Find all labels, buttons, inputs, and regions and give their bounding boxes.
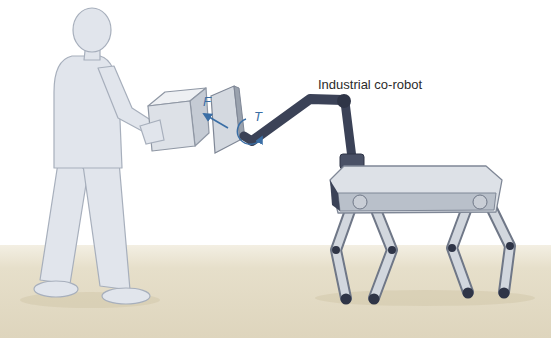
force-arrow xyxy=(204,114,228,128)
force-label: F xyxy=(203,95,211,108)
hip-joint xyxy=(473,195,487,209)
robot-front-sensor xyxy=(330,180,340,211)
person-head xyxy=(73,8,111,52)
robot-legs xyxy=(336,205,510,298)
arm-joint xyxy=(337,94,351,108)
robot-arm xyxy=(244,99,352,158)
robot-body xyxy=(330,166,502,213)
floor xyxy=(0,245,551,338)
person-silhouette xyxy=(34,8,160,304)
person-hand xyxy=(140,120,164,144)
foot xyxy=(369,294,380,305)
person-front-leg xyxy=(82,150,130,290)
hip-joint xyxy=(353,195,367,209)
arm-lower-link xyxy=(345,102,352,158)
knee xyxy=(448,244,456,252)
robot-side-panel xyxy=(338,193,496,211)
robot-joints xyxy=(332,242,514,254)
person-foot xyxy=(34,281,78,297)
person-foot xyxy=(102,288,150,304)
robot-feet xyxy=(341,288,510,305)
part-label: Industrial co-robot xyxy=(318,78,422,91)
person-back-leg xyxy=(40,150,88,284)
foot xyxy=(499,288,510,299)
knee xyxy=(388,246,396,254)
torque-label: T xyxy=(254,110,262,123)
knee xyxy=(506,242,514,250)
knee xyxy=(332,246,340,254)
arm-upper-link xyxy=(252,99,343,141)
foot xyxy=(463,288,474,299)
foot xyxy=(341,294,352,305)
